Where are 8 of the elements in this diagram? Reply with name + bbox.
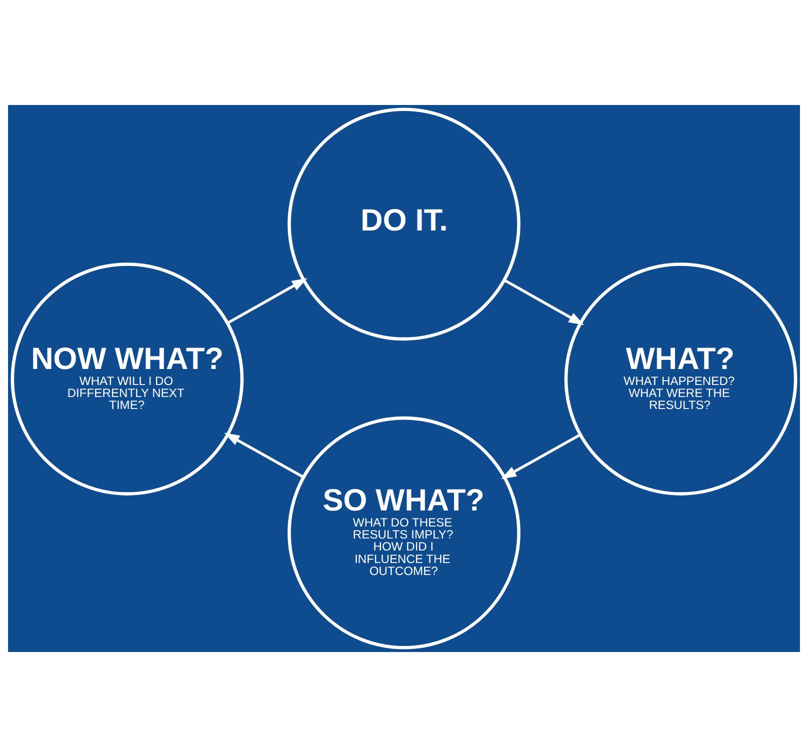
node-circle: DO IT. [288,107,520,340]
arrow [224,432,304,478]
arrow [227,278,308,324]
arrow [504,278,584,325]
node-circle: WHAT? WHAT HAPPENED? WHAT WERE THE RESULTS? [564,262,798,495]
node-circle: SO WHAT? WHAT DO THESE RESULTS IMPLY? HOW DID I INFLUENCE THE OUTCOME? [288,416,520,649]
arrow [501,433,581,479]
node-circle: NOW WHAT? WHAT WILL I DO DIFFERENTLY NEXT TIME? [10,262,244,495]
